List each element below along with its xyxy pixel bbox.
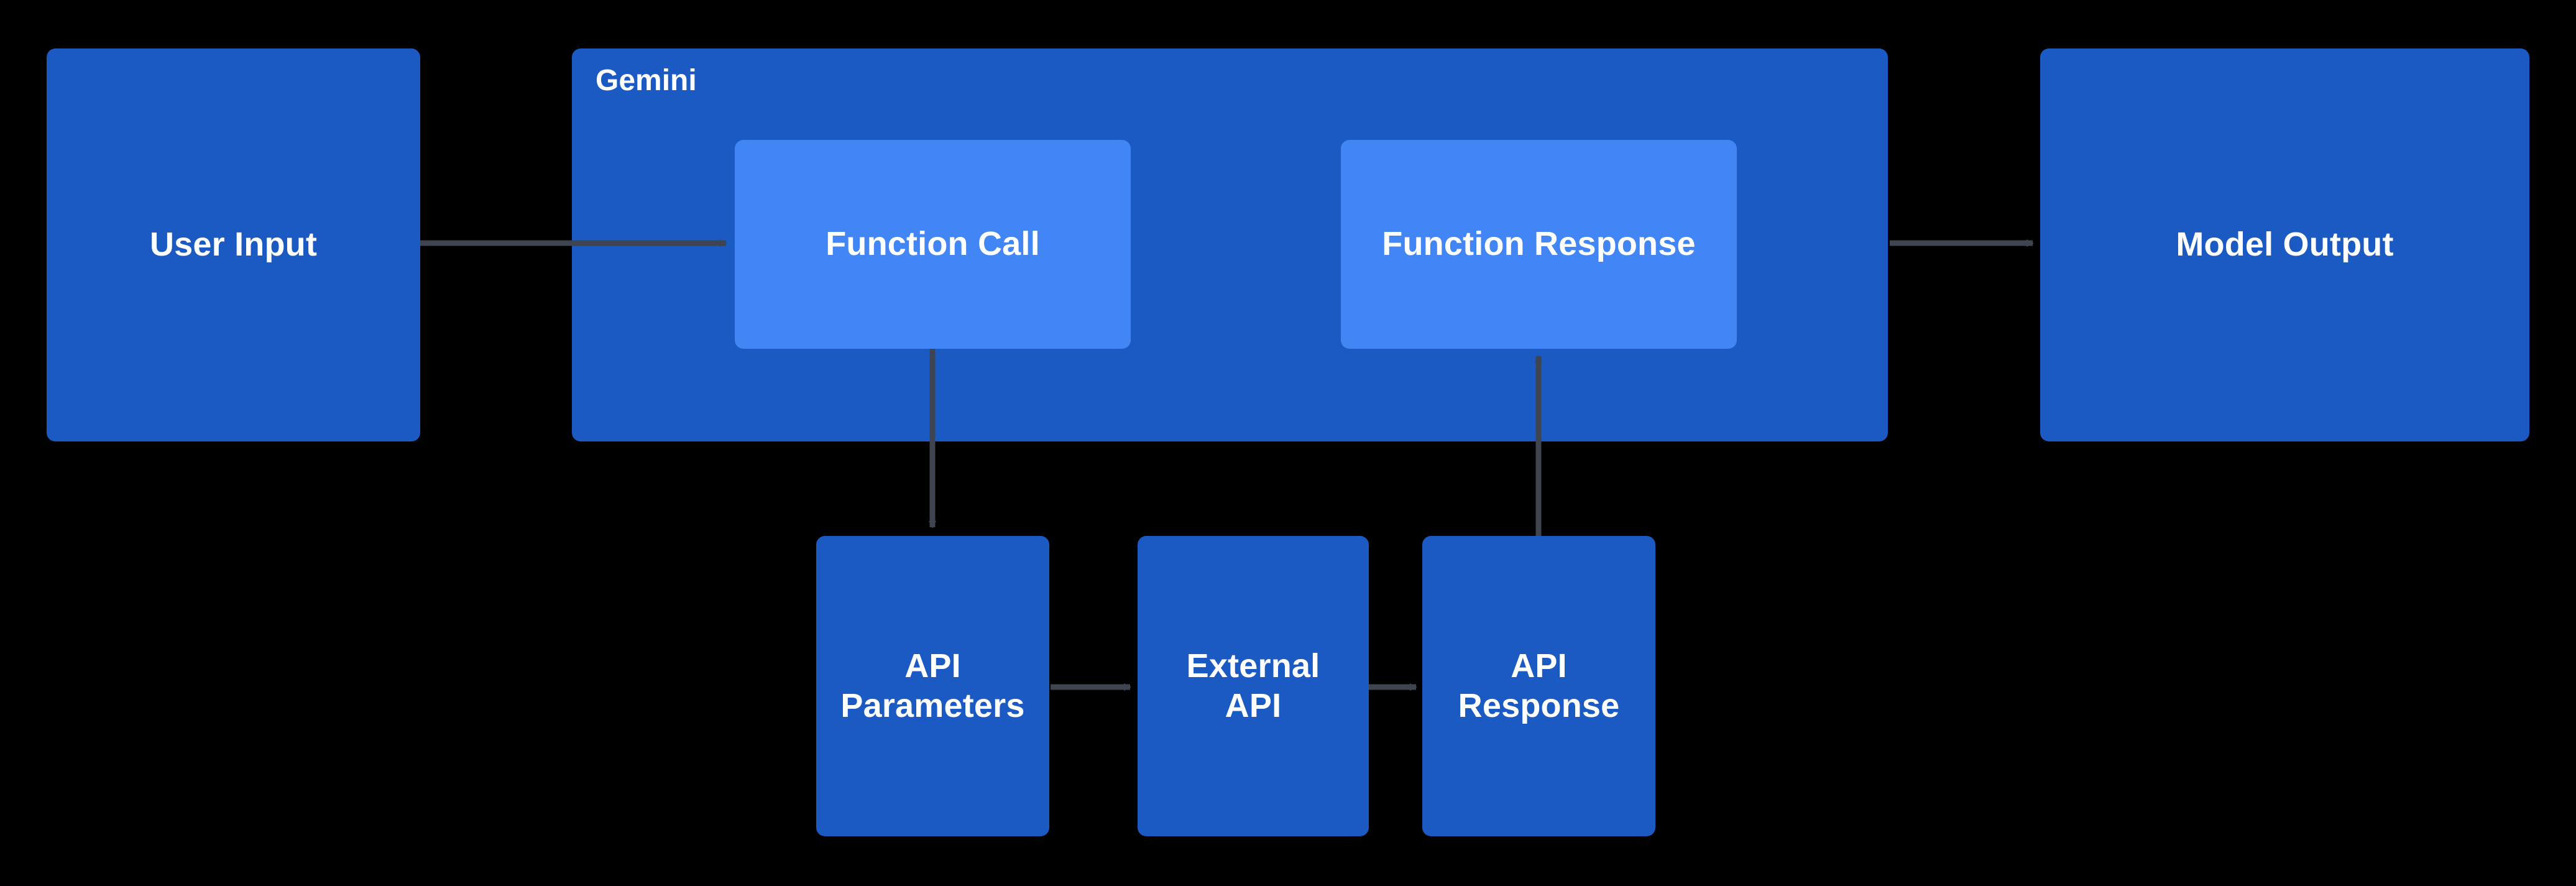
node-user-input-label: User Input bbox=[149, 226, 318, 264]
node-function-call[interactable]: Function Call bbox=[735, 140, 1131, 349]
cluster-gemini-label: Gemini bbox=[596, 64, 697, 97]
node-model-output[interactable]: Model Output bbox=[2040, 48, 2529, 441]
node-external-api-label: External API bbox=[1186, 647, 1320, 724]
node-api-response-label: API Response bbox=[1458, 647, 1620, 724]
node-api-parameters[interactable]: API Parameters bbox=[816, 536, 1049, 836]
node-api-response[interactable]: API Response bbox=[1422, 536, 1655, 836]
node-external-api[interactable]: External API bbox=[1138, 536, 1369, 836]
node-function-call-label: Function Call bbox=[826, 225, 1040, 263]
node-model-output-label: Model Output bbox=[2176, 226, 2394, 264]
node-function-response[interactable]: Function Response bbox=[1341, 140, 1737, 349]
node-user-input[interactable]: User Input bbox=[47, 48, 420, 441]
node-api-parameters-label: API Parameters bbox=[840, 647, 1025, 724]
node-function-response-label: Function Response bbox=[1382, 225, 1696, 263]
